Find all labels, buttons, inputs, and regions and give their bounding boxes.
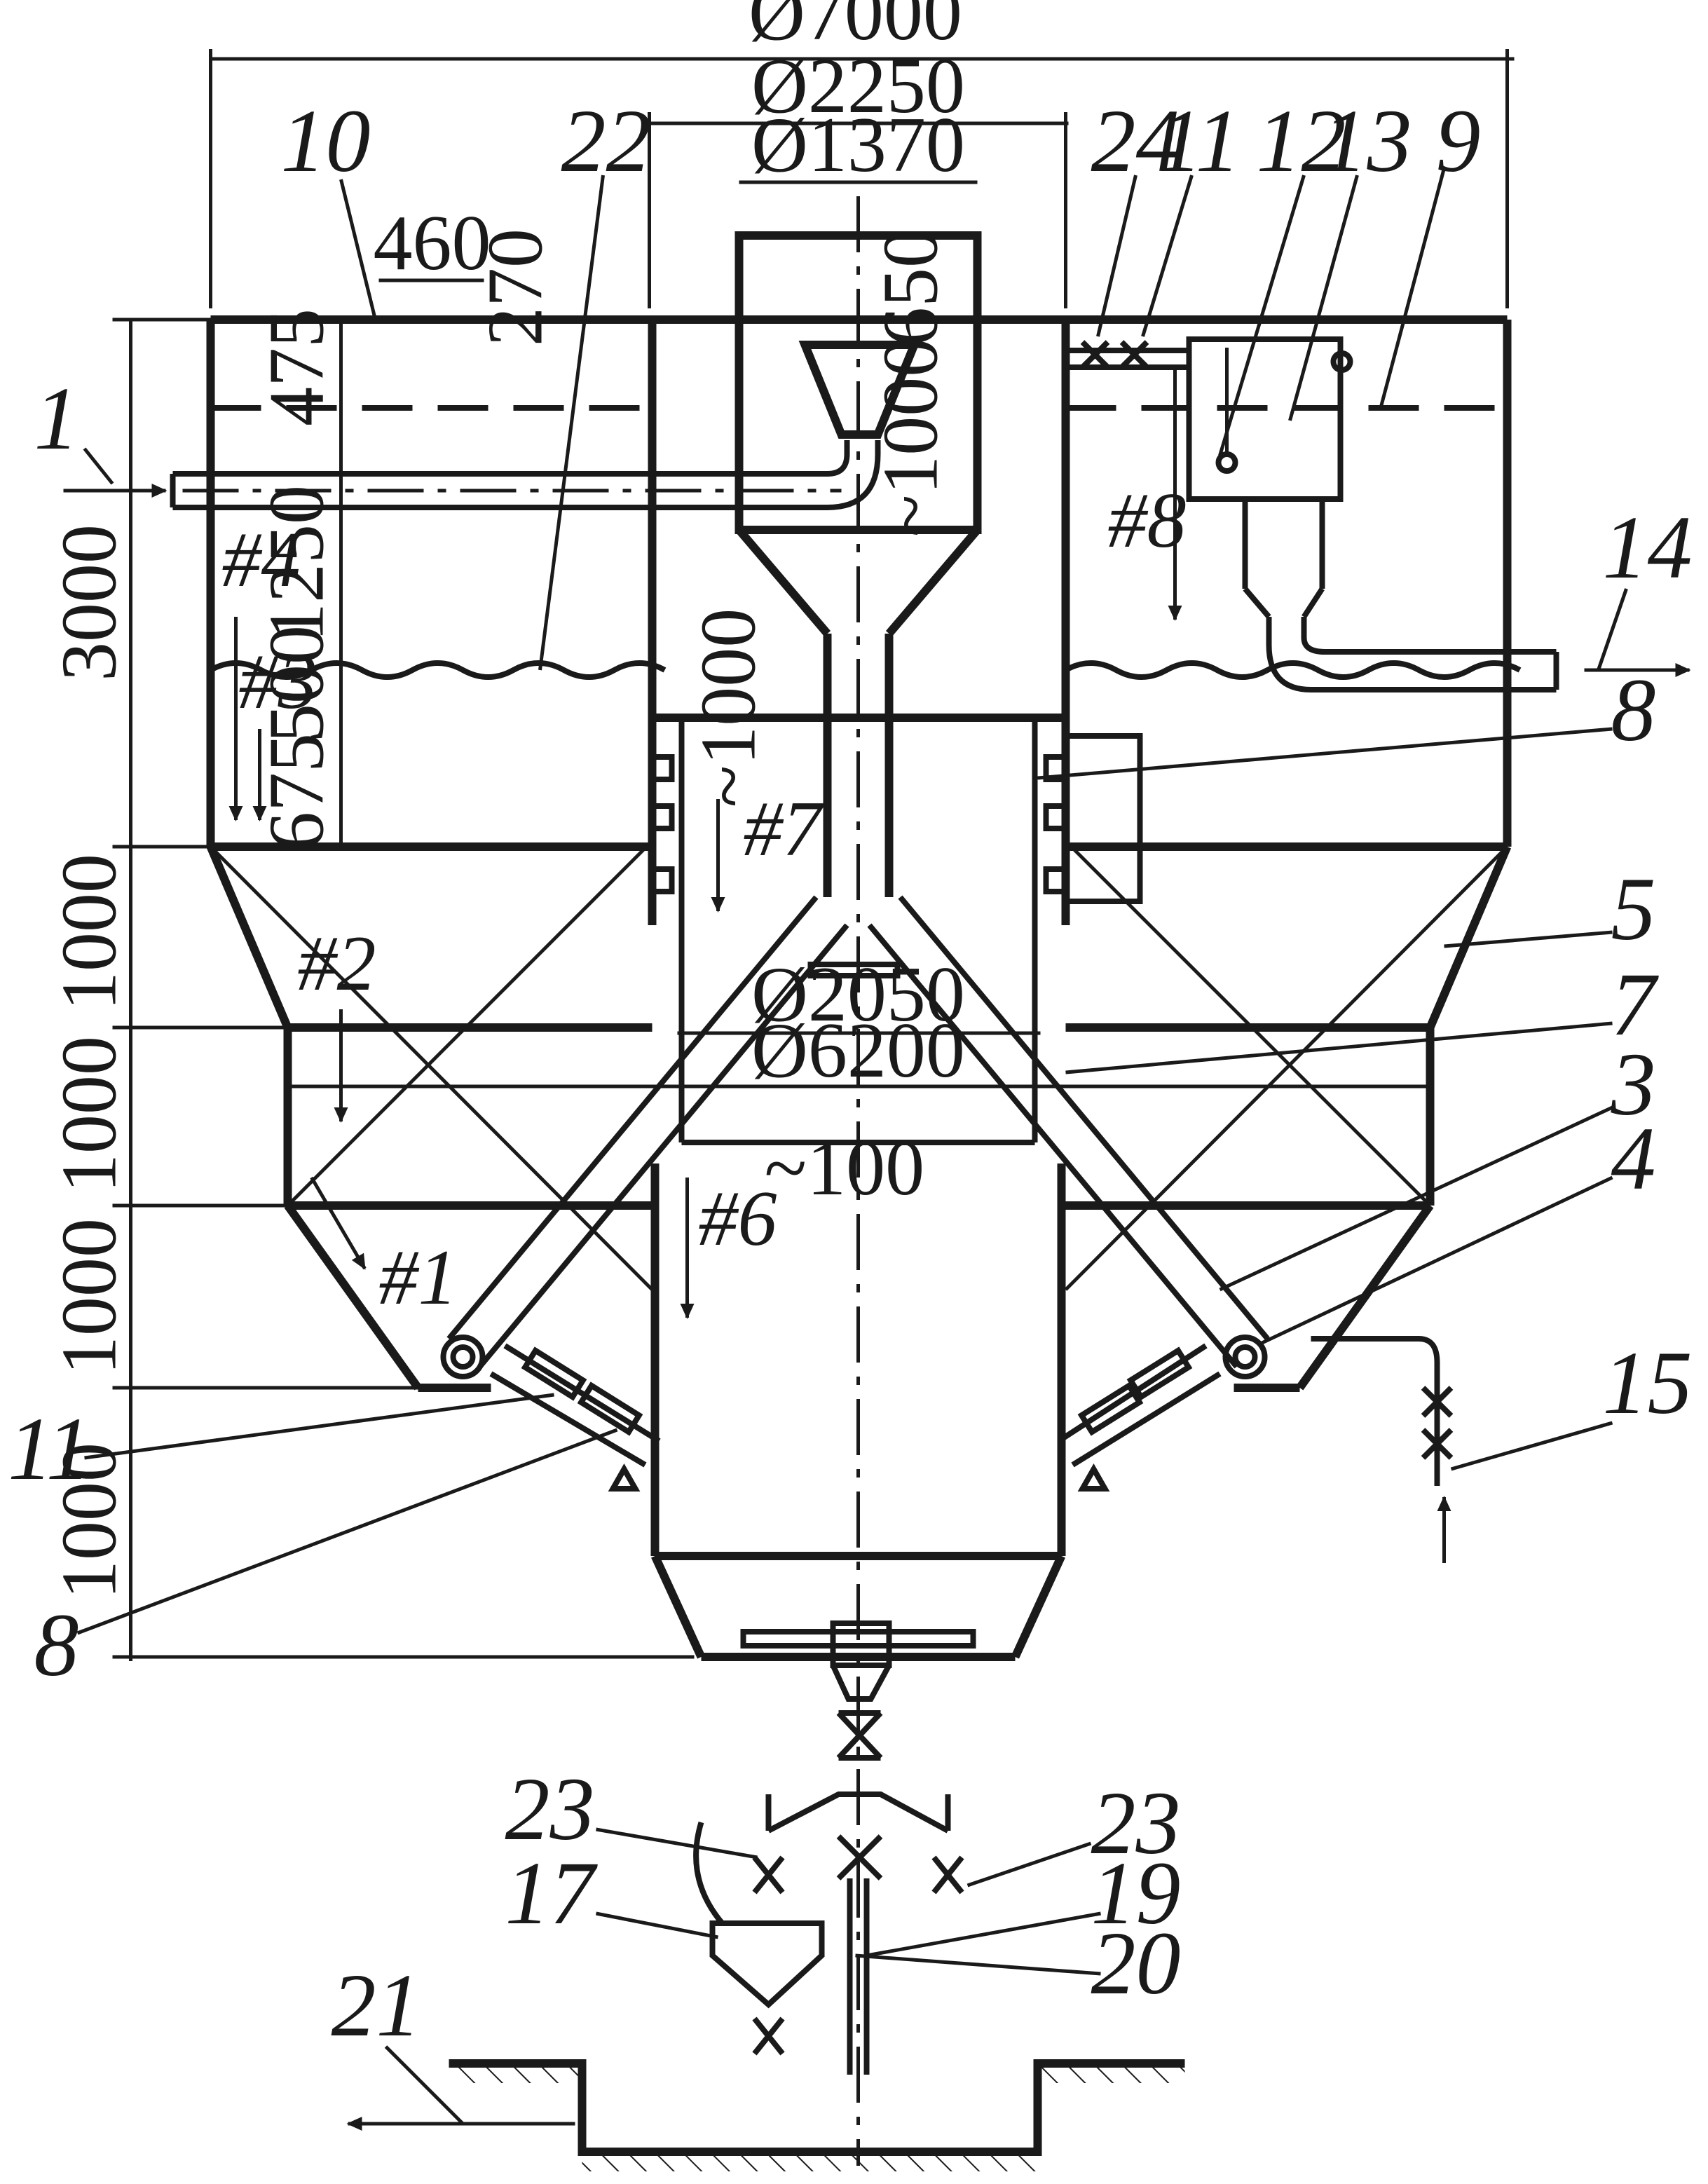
label-4: 4: [1611, 1109, 1656, 1208]
label-22: 22: [561, 91, 651, 191]
diagonal-pipes: [440, 895, 1270, 1492]
label-11-top: 11: [1157, 91, 1241, 191]
zone-1: #1: [379, 1234, 458, 1321]
liquid-level: [209, 660, 1522, 680]
dim-475: 475: [254, 308, 341, 426]
zone-8: #8: [1108, 477, 1187, 564]
label-23-right: 23: [1091, 1773, 1181, 1873]
label-5: 5: [1611, 859, 1656, 959]
label-19: 19: [1091, 1843, 1181, 1943]
label-8-right: 8: [1611, 660, 1656, 760]
dim-1000-a: 1000: [46, 854, 133, 1011]
dim-d2050: Ø2050: [751, 951, 965, 1038]
dim-d1370: Ø1370: [751, 102, 965, 189]
label-15: 15: [1603, 1333, 1693, 1433]
dimension-lines: [112, 49, 1515, 1661]
dim-270: 270: [472, 228, 559, 346]
label-10: 10: [281, 91, 371, 191]
zone-4: #4: [222, 517, 301, 603]
dim-d6200: Ø6200: [751, 1007, 965, 1094]
label-11-left: 11: [8, 1399, 91, 1499]
label-8-left: 8: [34, 1595, 79, 1695]
label-14: 14: [1603, 498, 1693, 597]
label-23-left: 23: [505, 1759, 595, 1859]
dim-1250: 1250: [254, 485, 341, 642]
bottom-discharge: [346, 1620, 1185, 2171]
zone-7: #7: [744, 786, 825, 873]
dim-d2250: Ø2250: [751, 43, 965, 130]
dim-1000-tube: ~1000: [685, 608, 772, 808]
label-17: 17: [505, 1843, 599, 1943]
wash-line: [1311, 1336, 1454, 1563]
label-21: 21: [332, 1956, 421, 2055]
dim-3000: 3000: [46, 524, 133, 681]
label-13: 13: [1323, 91, 1412, 191]
dim-460: 460: [374, 200, 491, 287]
dim-500: 500: [254, 625, 341, 743]
dim-1000-b: 1000: [46, 1036, 133, 1193]
dim-1000-d: 1000: [46, 1442, 133, 1599]
dim-1000-feed: ~1000: [868, 338, 955, 538]
overflow-discharge: [1065, 336, 1691, 692]
flow-arrows: [228, 617, 725, 1319]
dim-1000-c: 1000: [46, 1218, 133, 1375]
label-9: 9: [1436, 91, 1481, 191]
vessel-body: [206, 315, 1512, 1661]
leader-lines: [76, 168, 1628, 2125]
zone-3: #3: [239, 639, 317, 725]
label-20: 20: [1091, 1913, 1181, 2013]
feed-pipe: [63, 440, 881, 510]
label-7: 7: [1611, 955, 1660, 1054]
label-24: 24: [1091, 91, 1181, 191]
label-12: 12: [1257, 91, 1346, 191]
dim-650: 650: [868, 228, 955, 346]
dim-d7000: Ø7000: [749, 0, 962, 57]
label-1: 1: [34, 369, 79, 468]
dim-675: 675: [254, 733, 341, 851]
zone-6: #6: [699, 1175, 777, 1262]
zone-2: #2: [298, 920, 376, 1007]
dim-100: ~100: [765, 1125, 925, 1212]
label-3: 3: [1611, 1035, 1656, 1134]
